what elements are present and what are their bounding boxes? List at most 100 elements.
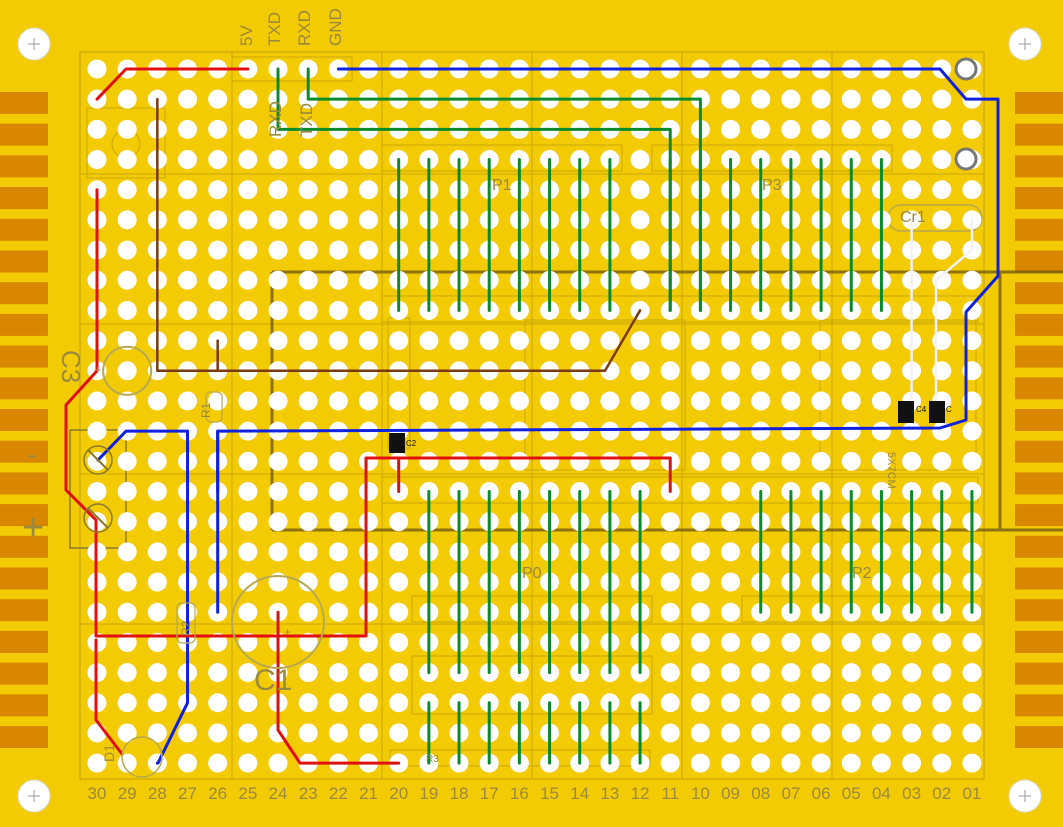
pad <box>328 451 348 471</box>
pad <box>751 632 771 652</box>
pad <box>781 693 801 713</box>
pad <box>630 331 650 351</box>
pad <box>902 180 922 200</box>
capacitor-c1 <box>231 575 326 669</box>
label-p2: P2 <box>852 565 872 582</box>
column-number: 16 <box>510 784 529 803</box>
pad <box>660 723 680 743</box>
pad <box>811 331 831 351</box>
label-r3: R3 <box>426 754 439 765</box>
pad <box>841 632 861 652</box>
pad <box>902 89 922 109</box>
column-number: 30 <box>88 784 107 803</box>
pad <box>147 572 167 592</box>
pad <box>117 602 137 622</box>
pad <box>841 663 861 683</box>
pad <box>630 270 650 290</box>
pad <box>841 723 861 743</box>
pad <box>690 391 710 411</box>
pad <box>238 602 258 622</box>
pad <box>87 421 107 441</box>
pad <box>962 693 982 713</box>
pad <box>389 542 409 562</box>
pad <box>902 150 922 170</box>
pad <box>781 331 801 351</box>
pad <box>298 270 318 290</box>
trace <box>95 67 250 101</box>
pad <box>268 451 288 471</box>
pad <box>328 602 348 622</box>
pad <box>660 693 680 713</box>
label-c3-plus: + <box>94 363 101 377</box>
pad <box>178 331 198 351</box>
pad <box>359 300 379 320</box>
pad <box>841 391 861 411</box>
edge-contact-left <box>0 92 48 114</box>
pad <box>268 391 288 411</box>
pad <box>328 180 348 200</box>
pad <box>721 723 741 743</box>
pad <box>962 451 982 471</box>
edge-contact-right <box>1015 250 1063 273</box>
pad <box>117 572 137 592</box>
pad <box>117 240 137 260</box>
column-number: 20 <box>389 784 408 803</box>
pad <box>871 693 891 713</box>
pad <box>298 150 318 170</box>
pad <box>208 240 228 260</box>
pad <box>630 391 650 411</box>
pad <box>721 602 741 622</box>
pad <box>871 451 891 471</box>
pad <box>359 572 379 592</box>
pad <box>208 723 228 743</box>
pad <box>87 753 107 773</box>
pad <box>751 451 771 471</box>
diode-d1 <box>121 736 163 778</box>
pad <box>328 723 348 743</box>
trace <box>276 67 672 312</box>
pad <box>932 119 952 139</box>
header-outline-p1-top <box>381 144 623 172</box>
column-number: 17 <box>480 784 499 803</box>
pad <box>721 482 741 502</box>
pad <box>902 753 922 773</box>
pad <box>147 391 167 411</box>
smd-capacitor-c2 <box>389 433 405 453</box>
column-number: 22 <box>329 784 348 803</box>
pad <box>871 361 891 381</box>
pad <box>359 723 379 743</box>
pad <box>268 240 288 260</box>
column-number: 28 <box>148 784 167 803</box>
edge-contact-right <box>1015 123 1063 146</box>
label-rxd-lower: RXD <box>266 101 285 137</box>
pad <box>690 361 710 381</box>
pad <box>600 421 620 441</box>
pad <box>962 753 982 773</box>
pad <box>238 451 258 471</box>
pad <box>389 693 409 713</box>
trace <box>216 67 1000 614</box>
pad <box>781 361 801 381</box>
pad <box>238 240 258 260</box>
column-number: 02 <box>932 784 951 803</box>
pad <box>298 602 318 622</box>
pad <box>208 210 228 230</box>
pad <box>902 723 922 743</box>
pad <box>690 723 710 743</box>
pad <box>178 119 198 139</box>
pad <box>690 512 710 532</box>
edge-contact-right <box>1015 599 1063 622</box>
label-rxd: RXD <box>295 10 314 46</box>
pad <box>962 421 982 441</box>
pad <box>117 180 137 200</box>
edge-contact-left <box>0 313 48 336</box>
pad <box>328 572 348 592</box>
pad <box>238 572 258 592</box>
trace <box>306 67 702 312</box>
pad <box>117 542 137 562</box>
column-number: 29 <box>118 784 137 803</box>
pad <box>811 723 831 743</box>
column-number: 08 <box>751 784 770 803</box>
pad <box>268 512 288 532</box>
edge-contact-left <box>0 377 48 400</box>
